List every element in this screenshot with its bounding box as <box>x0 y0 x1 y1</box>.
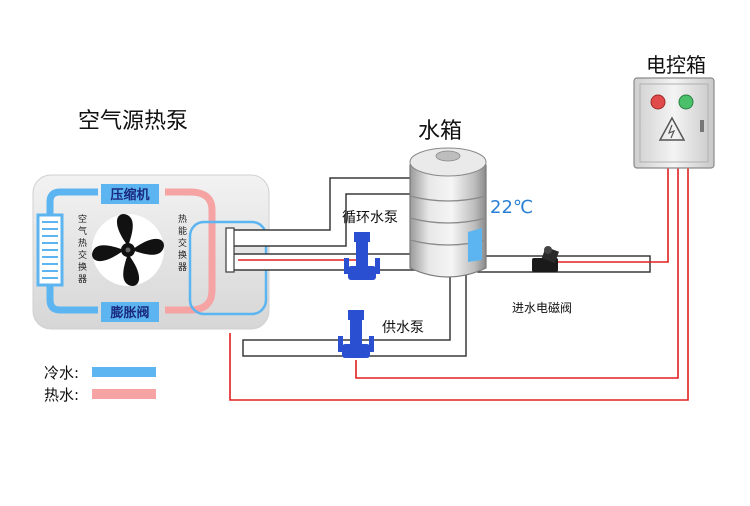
legend-cold-label: 冷水: <box>44 364 79 382</box>
air-coil-icon <box>36 213 64 287</box>
circulation-pipe <box>229 253 421 271</box>
supply-pump-label: 供水泵 <box>382 320 424 336</box>
expansion-valve-label: 膨胀阀 <box>109 305 149 321</box>
red-indicator-icon <box>650 94 666 110</box>
hot-refrigerant-line <box>165 188 216 314</box>
heat-pump-unit: 压缩机 膨胀阀 空气热交换器 热能交换器 <box>32 174 270 330</box>
legend-cold-swatch <box>92 367 156 377</box>
circulation-pump-label: 循环水泵 <box>342 210 398 226</box>
control-box-title: 电控箱 <box>646 53 706 77</box>
circulation-pump-icon <box>344 232 380 280</box>
pipe-connector <box>225 227 235 273</box>
expansion-valve-block <box>101 302 159 322</box>
control-box <box>633 77 715 169</box>
fan-icon <box>92 214 164 286</box>
tank-title: 水箱 <box>418 119 462 144</box>
supply-pump-icon <box>338 310 374 358</box>
control-wiring <box>229 168 689 401</box>
heat-pump-title: 空气源热泵 <box>78 109 188 134</box>
legend-hot-swatch <box>92 389 156 399</box>
compressor-label: 压缩机 <box>110 187 149 203</box>
warning-icon <box>658 116 686 141</box>
wire-heat-pump <box>229 168 689 401</box>
air-heat-exchanger-label: 空气热交换器 <box>78 213 87 285</box>
solenoid-valve-icon <box>532 246 559 272</box>
wire-supply-pump <box>355 168 679 379</box>
tank-temperature: 22℃ <box>490 197 533 218</box>
inlet-valve-label: 进水电磁阀 <box>512 300 572 315</box>
legend: 冷水: 热水: <box>44 364 156 404</box>
water-tank <box>409 147 487 278</box>
water-level-indicator <box>468 228 482 262</box>
thermal-exchanger-label: 热能交换器 <box>178 213 187 273</box>
compressor-block <box>101 184 159 204</box>
green-indicator-icon <box>678 94 694 110</box>
wire-inlet-valve <box>548 168 669 263</box>
legend-hot-label: 热水: <box>44 386 79 404</box>
inlet-pipe <box>477 255 651 273</box>
